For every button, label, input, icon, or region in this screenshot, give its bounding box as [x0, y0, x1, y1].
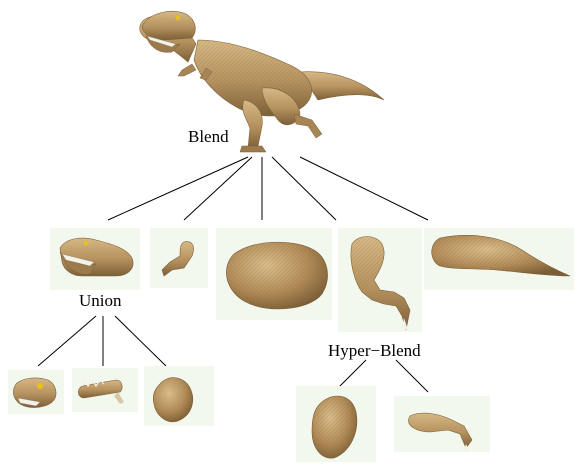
foot-part-icon	[394, 396, 490, 452]
neck-part-icon	[144, 366, 214, 426]
trex-model-icon	[140, 11, 384, 152]
edge-hyperblend-foot	[396, 360, 428, 392]
edge-blend-head	[108, 157, 248, 220]
body-part-icon	[216, 228, 332, 320]
edge-union-eye	[38, 316, 96, 366]
blend-label: Blend	[188, 127, 229, 146]
jaw-part-icon	[72, 368, 138, 412]
arm-part-icon	[150, 228, 208, 288]
head-part-icon	[50, 228, 140, 290]
head-eye-part-icon	[8, 370, 64, 414]
hyper-blend-label: Hyper−Blend	[328, 341, 421, 360]
edge-blend-tail	[300, 157, 428, 220]
edge-blend-leg	[272, 157, 336, 220]
leg-part-icon	[338, 228, 422, 332]
edge-union-neck	[115, 316, 166, 366]
tail-part-icon	[424, 228, 574, 290]
edge-blend-arm	[184, 157, 252, 220]
thigh-part-icon	[296, 386, 376, 462]
union-label: Union	[79, 291, 122, 310]
